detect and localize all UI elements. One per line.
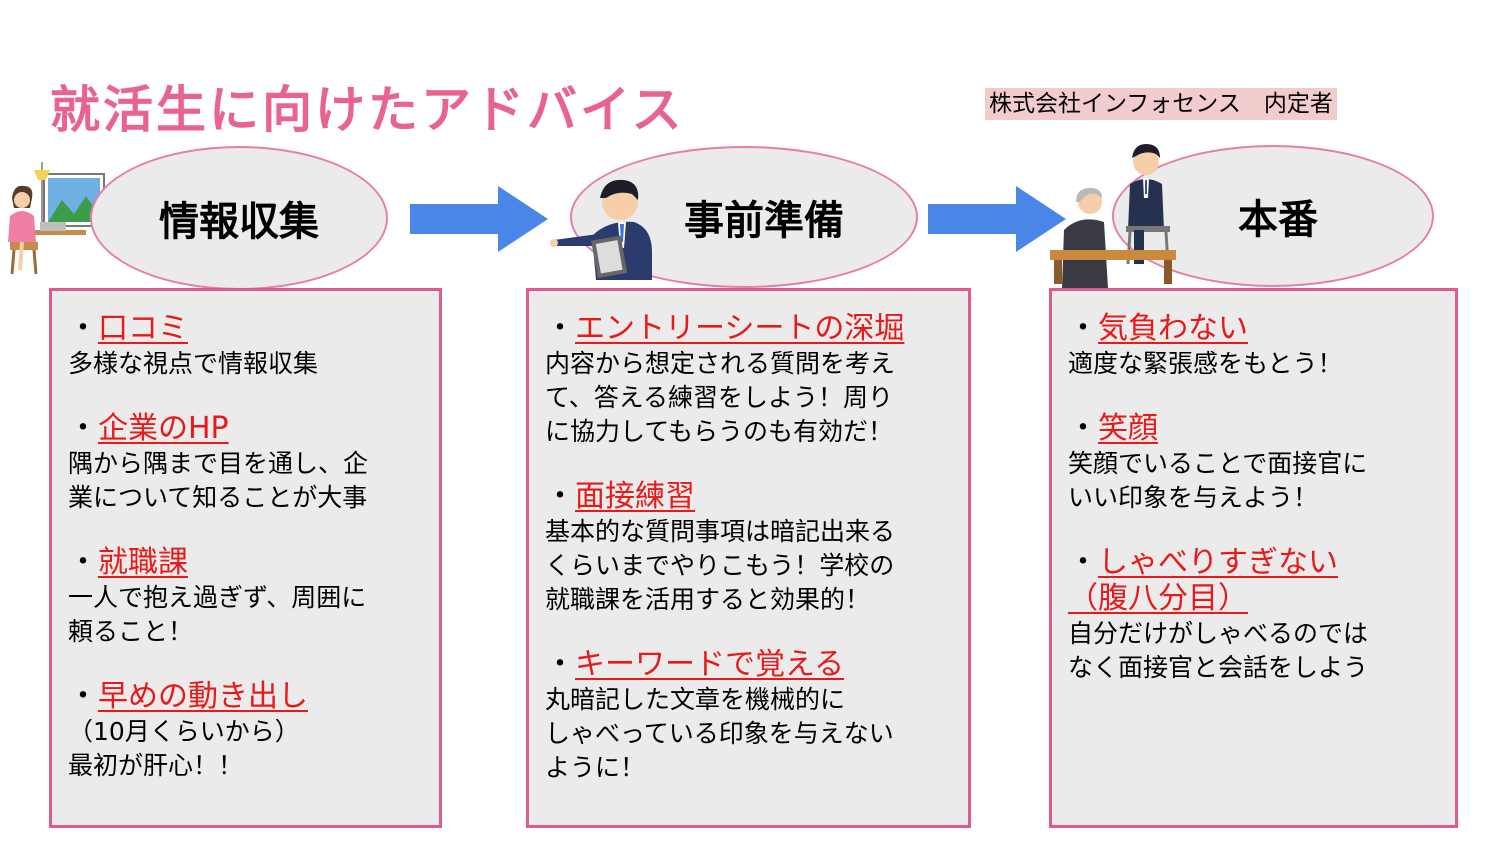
keyword-memorize-keywords: キーワードで覚える — [575, 647, 845, 682]
keyword-entry-sheet: エントリーシートの深堀 — [575, 311, 905, 346]
keyword-early-start: 早めの動き出し — [98, 679, 308, 714]
keyword-dont-overdo: 気負わない — [1098, 311, 1248, 346]
bullet: ・ — [1068, 545, 1098, 580]
item-desc: 内容から想定される質問を考え — [545, 349, 896, 378]
list-item: ・口コミ 多様な視点で情報収集 — [68, 311, 425, 381]
item-desc: なく面接官と会話をしよう — [1068, 653, 1369, 682]
item-desc: 就職課を活用すると効果的！ — [545, 585, 871, 614]
bullet: ・ — [545, 311, 575, 346]
keyword-reviews: 口コミ — [98, 311, 188, 346]
keyword-interview-practice: 面接練習 — [575, 479, 695, 514]
item-desc: 丸暗記した文章を機械的に — [545, 685, 846, 714]
card-preparation: ・エントリーシートの深堀 内容から想定される質問を考え て、答える練習をしよう！… — [526, 288, 971, 828]
list-item: ・就職課 一人で抱え過ぎず、周囲に 頼ること！ — [68, 545, 425, 649]
bullet: ・ — [68, 411, 98, 446]
item-desc: 隅から隅まで目を通し、企 — [68, 449, 369, 478]
bullet: ・ — [545, 479, 575, 514]
list-item: ・エントリーシートの深堀 内容から想定される質問を考え て、答える練習をしよう！… — [545, 311, 954, 449]
heading-info-gathering: 情報収集 — [159, 199, 319, 245]
item-desc: て、答える練習をしよう！周り — [545, 383, 894, 412]
item-desc: 一人で抱え過ぎず、周囲に — [68, 583, 367, 612]
company-label: 株式会社インフォセンス 内定者 — [985, 88, 1337, 120]
keyword-dont-talk-too-much: しゃべりすぎない — [1098, 545, 1338, 580]
bullet: ・ — [1068, 311, 1098, 346]
list-item: ・企業のHP 隅から隅まで目を通し、企 業について知ることが大事 — [68, 411, 425, 515]
list-item: ・早めの動き出し （10月くらいから） 最初が肝心！！ — [68, 679, 425, 783]
item-desc: 適度な緊張感をもとう！ — [1068, 349, 1343, 378]
list-item: ・しゃべりすぎない （腹八分目） 自分だけがしゃべるのでは なく面接官と会話をし… — [1068, 545, 1441, 685]
card-main-event: ・気負わない 適度な緊張感をもとう！ ・笑顔 笑顔でいることで面接官に いい印象… — [1049, 288, 1458, 828]
card-info-gathering: ・口コミ 多様な視点で情報収集 ・企業のHP 隅から隅まで目を通し、企 業につい… — [49, 288, 442, 828]
item-desc: 業について知ることが大事 — [68, 483, 368, 512]
keyword-career-office: 就職課 — [98, 545, 188, 580]
item-desc: ように！ — [545, 753, 646, 782]
heading-preparation: 事前準備 — [684, 198, 844, 244]
item-desc: （10月くらいから） — [68, 717, 300, 746]
page-title: 就活生に向けたアドバイス — [50, 81, 685, 139]
item-desc: 自分だけがしゃべるのでは — [1068, 619, 1369, 648]
job-interview-icon — [1050, 144, 1176, 288]
bullet: ・ — [68, 679, 98, 714]
bullet: ・ — [68, 545, 98, 580]
heading-main-event: 本番 — [1238, 197, 1318, 243]
arrow-right-icon — [410, 186, 548, 252]
bullet: ・ — [1068, 411, 1098, 446]
list-item: ・面接練習 基本的な質問事項は暗記出来る くらいまでやりこもう！学校の 就職課を… — [545, 479, 954, 617]
item-desc: しゃべっている印象を与えない — [545, 719, 894, 748]
list-item: ・笑顔 笑顔でいることで面接官に いい印象を与えよう！ — [1068, 411, 1441, 515]
item-desc: 笑顔でいることで面接官に — [1068, 449, 1368, 478]
item-desc: いい印象を与えよう！ — [1068, 483, 1319, 512]
item-desc: 最初が肝心！！ — [68, 751, 244, 780]
item-desc: 基本的な質問事項は暗記出来る — [545, 517, 896, 546]
keyword-company-hp: 企業のHP — [98, 411, 229, 446]
item-desc: 頼ること！ — [68, 617, 194, 646]
arrow-right-icon — [928, 186, 1066, 252]
heading-oval-info: 情報収集 — [90, 146, 388, 290]
bullet: ・ — [545, 647, 575, 682]
item-desc: くらいまでやりこもう！学校の — [545, 551, 895, 580]
item-desc: 多様な視点で情報収集 — [68, 349, 319, 378]
item-desc: に協力してもらうのも有効だ！ — [545, 417, 894, 446]
list-item: ・気負わない 適度な緊張感をもとう！ — [1068, 311, 1441, 381]
keyword-continuation: （腹八分目） — [1068, 581, 1248, 616]
bullet: ・ — [68, 311, 98, 346]
list-item: ・キーワードで覚える 丸暗記した文章を機械的に しゃべっている印象を与えない よ… — [545, 647, 954, 785]
businessman-pointing-icon — [550, 179, 652, 280]
keyword-smile: 笑顔 — [1098, 411, 1158, 446]
woman-at-laptop-icon — [8, 162, 105, 275]
